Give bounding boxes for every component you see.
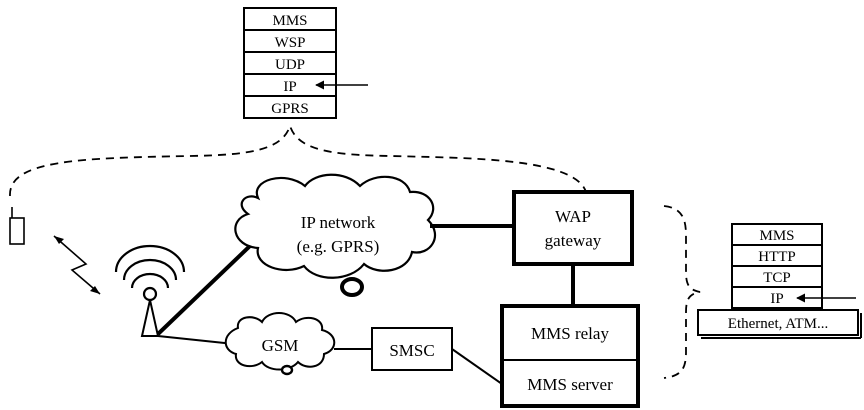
mms-relay-label: MMS relay xyxy=(531,324,609,343)
top-stack-label-gprs: GPRS xyxy=(271,101,309,117)
right-stack-layer-link xyxy=(697,309,859,336)
radio-link-icon xyxy=(53,235,101,295)
top-stack-label-wsp: WSP xyxy=(275,35,306,51)
right-stack-label-mms: MMS xyxy=(759,228,794,244)
mobile-phone-icon xyxy=(9,207,25,245)
top-stack-label-ip: IP xyxy=(283,79,296,95)
link-antenna-to-ip-network xyxy=(156,242,254,336)
gsm-cloud: GSM xyxy=(224,312,336,371)
ip-network-connector-knob xyxy=(340,277,364,297)
top-protocol-stack: MMS WSP UDP IP GPRS xyxy=(243,7,368,119)
right-protocol-stack: MMS HTTP TCP IP Ethernet, ATM... xyxy=(697,223,862,339)
link-antenna-to-gsm xyxy=(157,335,235,345)
link-smsc-to-mms-server xyxy=(451,348,503,385)
smsc-label: SMSC xyxy=(389,341,434,360)
wap-session-dashed-path xyxy=(9,123,587,197)
right-stack-label-ip: IP xyxy=(770,291,783,307)
right-stack-label-link: Ethernet, ATM... xyxy=(728,316,828,332)
wap-gateway-label-line2: gateway xyxy=(545,231,602,250)
gsm-label: GSM xyxy=(262,336,299,355)
right-stack-label-http: HTTP xyxy=(758,249,796,265)
ip-network-cloud: IP network (e.g. GPRS) xyxy=(234,173,437,279)
top-stack-label-mms: MMS xyxy=(272,13,307,29)
ip-network-label-line2: (e.g. GPRS) xyxy=(297,237,380,256)
top-stack-label-udp: UDP xyxy=(275,57,305,73)
wap-gateway-box xyxy=(512,190,634,266)
mms-relay-server-box xyxy=(500,304,640,408)
base-station-antenna-icon xyxy=(114,244,186,337)
internet-side-dashed-bracket xyxy=(663,205,701,379)
ip-network-label-line1: IP network xyxy=(301,213,376,232)
wap-gateway-label-line1: WAP xyxy=(555,207,591,226)
right-stack-label-tcp: TCP xyxy=(763,270,791,286)
mms-server-label: MMS server xyxy=(527,375,613,394)
top-stack-layer-gprs xyxy=(243,95,337,119)
gsm-connector-knob xyxy=(280,364,294,376)
